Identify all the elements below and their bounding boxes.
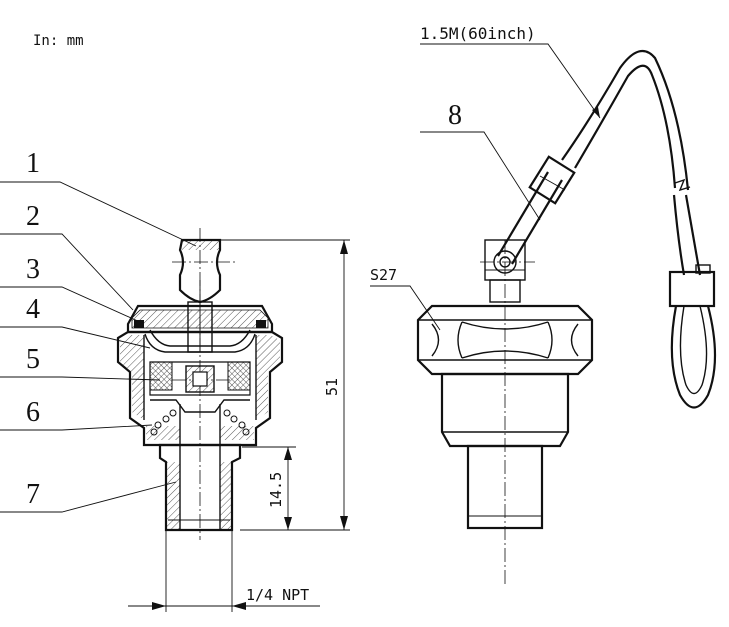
part-number-6: 6 [26,397,40,428]
dim-thread-spec: 1/4 NPT [246,586,309,604]
part-number-4: 4 [26,294,40,325]
part-number-3: 3 [26,254,40,285]
external-view: 1.5M(60inch) 8 S27 [370,24,717,585]
part-number-1: 1 [26,148,40,179]
wrench-size-label: S27 [370,266,397,284]
section-view: 51 14.5 1/4 NPT 1 2 3 4 5 6 7 [0,148,350,612]
part-number-2: 2 [26,201,40,232]
part-number-5: 5 [26,344,40,375]
cable-length-label: 1.5M(60inch) [420,24,536,43]
units-label: In: mm [33,33,84,49]
dim-thread-length: 14.5 [267,472,285,508]
part-number-7: 7 [26,479,40,510]
part-number-8: 8 [448,100,462,131]
dim-overall-height: 51 [323,378,341,396]
